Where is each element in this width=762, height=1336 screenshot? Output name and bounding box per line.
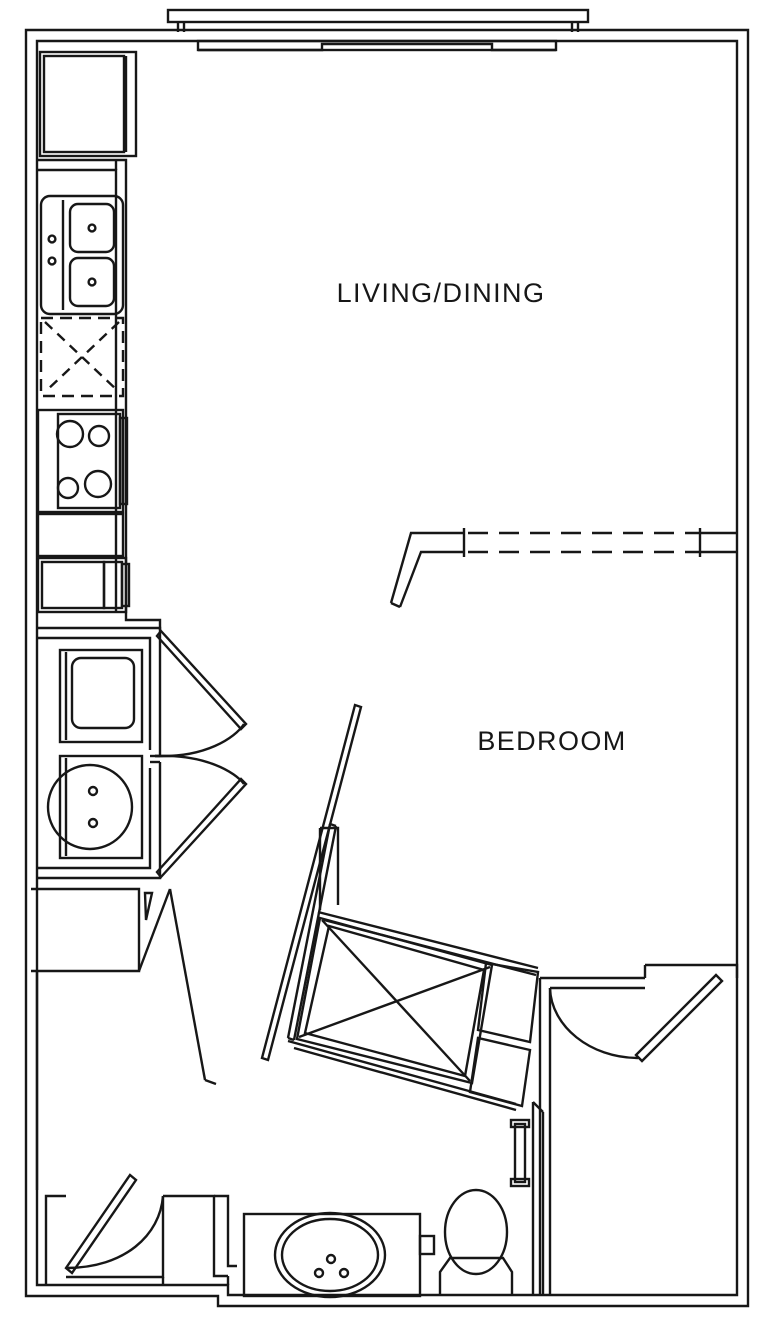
toilet-icon <box>438 1188 514 1296</box>
bedroom-wall-stub <box>318 826 340 910</box>
refrigerator-icon <box>38 50 138 158</box>
towel-bar-icon <box>509 1118 531 1188</box>
room-label-bedroom: BEDROOM <box>477 726 626 756</box>
bath-enclosure-walls <box>163 1194 237 1285</box>
bathroom-closet-walls <box>37 626 162 880</box>
closet-swing-door <box>548 963 739 1063</box>
closet-shelving <box>287 910 540 1112</box>
lower-left-angled-wall <box>35 888 207 1190</box>
dishwasher-icon <box>39 316 125 398</box>
linen-shelf-icon <box>58 648 144 744</box>
right-closet-walls <box>538 976 645 1296</box>
storage-closet-box <box>31 887 172 973</box>
bathroom-double-doors <box>154 629 248 879</box>
lower-mid-wall-stub <box>204 1078 217 1086</box>
room-label-living-dining: LIVING/DINING <box>337 278 546 308</box>
soffit-beam-dashed <box>389 528 737 609</box>
bedroom-angled-partition <box>260 703 363 1062</box>
exterior-wall-inner <box>35 39 739 1297</box>
bath-right-partition <box>531 1101 545 1296</box>
balcony-sliding-door <box>166 8 590 52</box>
counter-segment <box>36 512 125 558</box>
washer-dryer-icon <box>36 556 131 614</box>
exterior-wall-outer <box>24 28 750 1308</box>
kitchen-sink-icon <box>39 194 125 316</box>
water-heater-icon <box>46 754 144 860</box>
vanity-sink-icon <box>242 1211 436 1299</box>
stove-range-icon <box>36 408 129 514</box>
entry-door <box>44 1173 165 1285</box>
kitchen-partition-wall <box>37 158 162 630</box>
